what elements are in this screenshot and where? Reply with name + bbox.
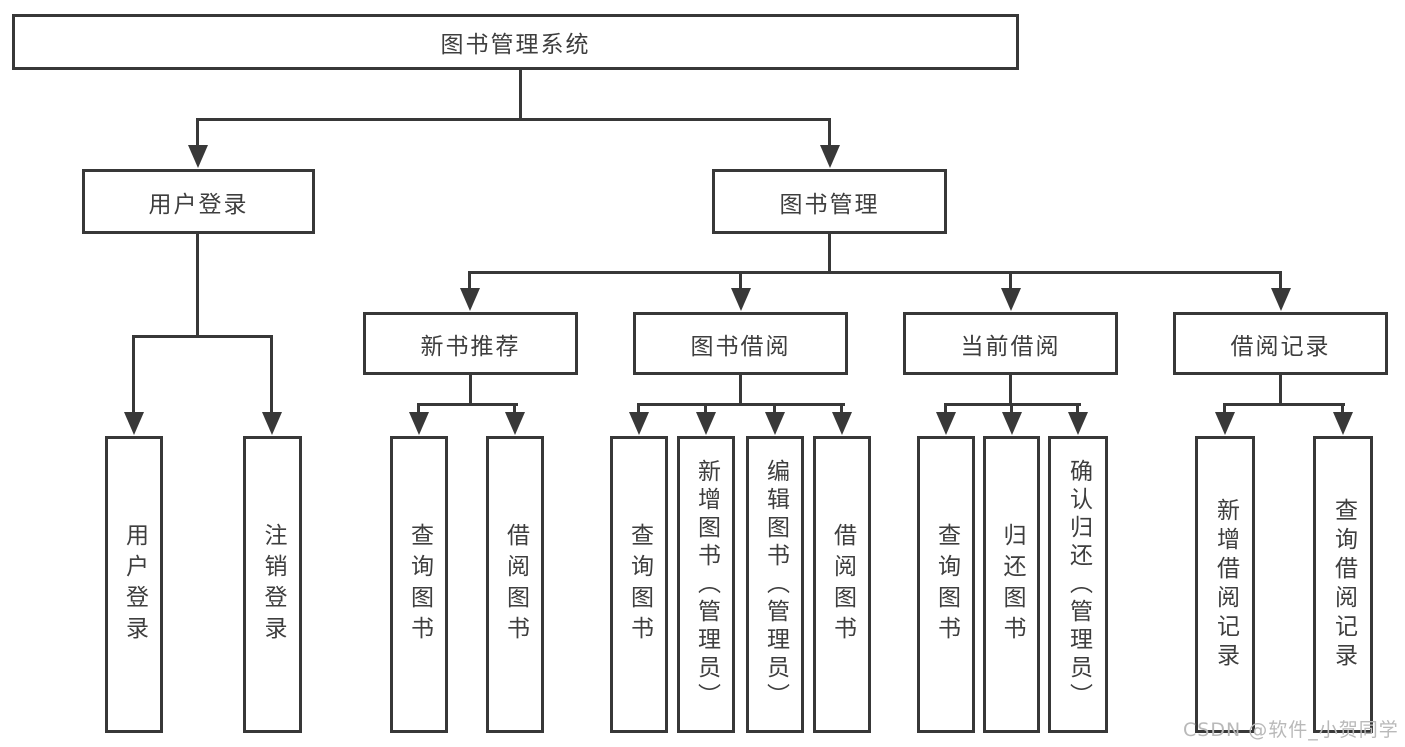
arrowhead-current-borrow	[1001, 288, 1021, 311]
arrowhead-book-mgmt	[820, 145, 840, 168]
edge-stem-current-borrow	[1009, 273, 1012, 289]
edge-stem-bb-query	[637, 405, 640, 414]
node-root: 图书管理系统	[12, 14, 1019, 70]
edge-book-borrow-branch	[637, 403, 845, 406]
leaf-logout: 注销登录	[243, 436, 302, 733]
edge-user-login-branch	[132, 335, 273, 338]
arrowhead-bb-edit	[765, 412, 785, 435]
node-book-mgmt: 图书管理	[712, 169, 947, 234]
edge-stem-br-add	[1223, 405, 1226, 414]
arrowhead-leaf-logout	[262, 412, 282, 435]
arrowhead-nb-query	[409, 412, 429, 435]
leaf-currentborrow-confirm-label: 确认归还（管理员）	[1065, 458, 1092, 711]
arrowhead-cb-confirm	[1068, 412, 1088, 435]
arrowhead-cb-return	[1002, 412, 1022, 435]
leaf-currentborrow-query-label: 查询图书	[933, 522, 960, 647]
node-book-borrow-label: 图书借阅	[690, 333, 791, 360]
edge-borrow-records-branch	[1223, 403, 1345, 406]
edge-new-books-trunk	[469, 375, 472, 405]
edge-stem-bb-edit	[773, 405, 776, 414]
leaf-bookborrow-borrow: 借阅图书	[813, 436, 871, 733]
edge-current-borrow-branch	[944, 403, 1081, 406]
node-book-mgmt-label: 图书管理	[779, 191, 880, 218]
node-new-books: 新书推荐	[363, 312, 578, 375]
edge-stem-cb-confirm	[1076, 405, 1079, 414]
node-root-label: 图书管理系统	[440, 32, 591, 58]
arrowhead-bb-query	[629, 412, 649, 435]
edge-stem-cb-query	[944, 405, 947, 414]
leaf-currentborrow-query: 查询图书	[917, 436, 975, 733]
leaf-currentborrow-return-label: 归还图书	[999, 522, 1025, 647]
node-borrow-records: 借阅记录	[1173, 312, 1388, 375]
edge-stem-leaf-logout	[270, 337, 273, 414]
edge-new-books-branch	[417, 403, 518, 406]
leaf-newbooks-query: 查询图书	[390, 436, 448, 733]
leaf-records-query: 查询借阅记录	[1313, 436, 1373, 733]
edge-stem-borrow-records	[1279, 273, 1282, 289]
leaf-newbooks-borrow: 借阅图书	[486, 436, 544, 733]
edge-borrow-records-trunk	[1279, 375, 1282, 405]
edge-stem-user-login	[196, 120, 199, 147]
leaf-bookborrow-query-label: 查询图书	[626, 522, 653, 647]
arrowhead-br-add	[1215, 412, 1235, 435]
leaf-user-login-label: 用户登录	[121, 522, 148, 647]
edge-book-mgmt-branch	[468, 271, 1282, 274]
edge-stem-leaf-user-login	[132, 337, 135, 414]
edge-stem-bb-borrow	[840, 405, 843, 414]
edge-stem-br-query	[1341, 405, 1344, 414]
leaf-bookborrow-edit-label: 编辑图书（管理员）	[762, 458, 789, 711]
edge-stem-nb-query	[417, 405, 420, 414]
leaf-records-add-label: 新增借阅记录	[1212, 497, 1239, 672]
node-current-borrow-label: 当前借阅	[960, 333, 1061, 360]
arrowhead-br-query	[1333, 412, 1353, 435]
edge-user-login-trunk	[196, 233, 199, 337]
edge-stem-nb-borrow	[513, 405, 516, 414]
leaf-records-query-label: 查询借阅记录	[1330, 497, 1357, 672]
node-book-borrow: 图书借阅	[633, 312, 848, 375]
leaf-bookborrow-borrow-label: 借阅图书	[829, 522, 856, 647]
node-user-login-label: 用户登录	[148, 191, 249, 218]
edge-stem-book-mgmt	[828, 120, 831, 147]
arrowhead-bb-add	[696, 412, 716, 435]
edge-book-borrow-trunk	[739, 375, 742, 405]
leaf-currentborrow-confirm: 确认归还（管理员）	[1048, 436, 1108, 733]
leaf-bookborrow-edit: 编辑图书（管理员）	[746, 436, 804, 733]
edge-stem-new-books	[468, 273, 471, 289]
arrowhead-book-borrow	[731, 288, 751, 311]
arrowhead-leaf-user-login	[124, 412, 144, 435]
edge-current-borrow-trunk	[1009, 375, 1012, 405]
node-new-books-label: 新书推荐	[420, 333, 521, 360]
arrowhead-new-books	[460, 288, 480, 311]
arrowhead-bb-borrow	[832, 412, 852, 435]
arrowhead-user-login	[188, 145, 208, 168]
leaf-logout-label: 注销登录	[260, 522, 286, 647]
leaf-records-add: 新增借阅记录	[1195, 436, 1255, 733]
arrowhead-borrow-records	[1271, 288, 1291, 311]
leaf-bookborrow-add-label: 新增图书（管理员）	[693, 458, 720, 711]
node-user-login: 用户登录	[82, 169, 315, 234]
edge-stem-book-borrow	[739, 273, 742, 289]
watermark-text: CSDN @软件_小贺同学	[1183, 719, 1399, 741]
edge-root-branch	[196, 118, 831, 121]
leaf-currentborrow-return: 归还图书	[983, 436, 1040, 733]
node-current-borrow: 当前借阅	[903, 312, 1118, 375]
leaf-newbooks-borrow-label: 借阅图书	[502, 522, 529, 647]
edge-book-mgmt-trunk	[828, 233, 831, 273]
edge-root-trunk	[519, 69, 522, 120]
leaf-bookborrow-add: 新增图书（管理员）	[677, 436, 735, 733]
edge-stem-bb-add	[704, 405, 707, 414]
arrowhead-nb-borrow	[505, 412, 525, 435]
leaf-newbooks-query-label: 查询图书	[406, 522, 433, 647]
leaf-user-login: 用户登录	[105, 436, 163, 733]
arrowhead-cb-query	[936, 412, 956, 435]
edge-stem-cb-return	[1010, 405, 1013, 414]
node-borrow-records-label: 借阅记录	[1230, 333, 1331, 360]
leaf-bookborrow-query: 查询图书	[610, 436, 668, 733]
